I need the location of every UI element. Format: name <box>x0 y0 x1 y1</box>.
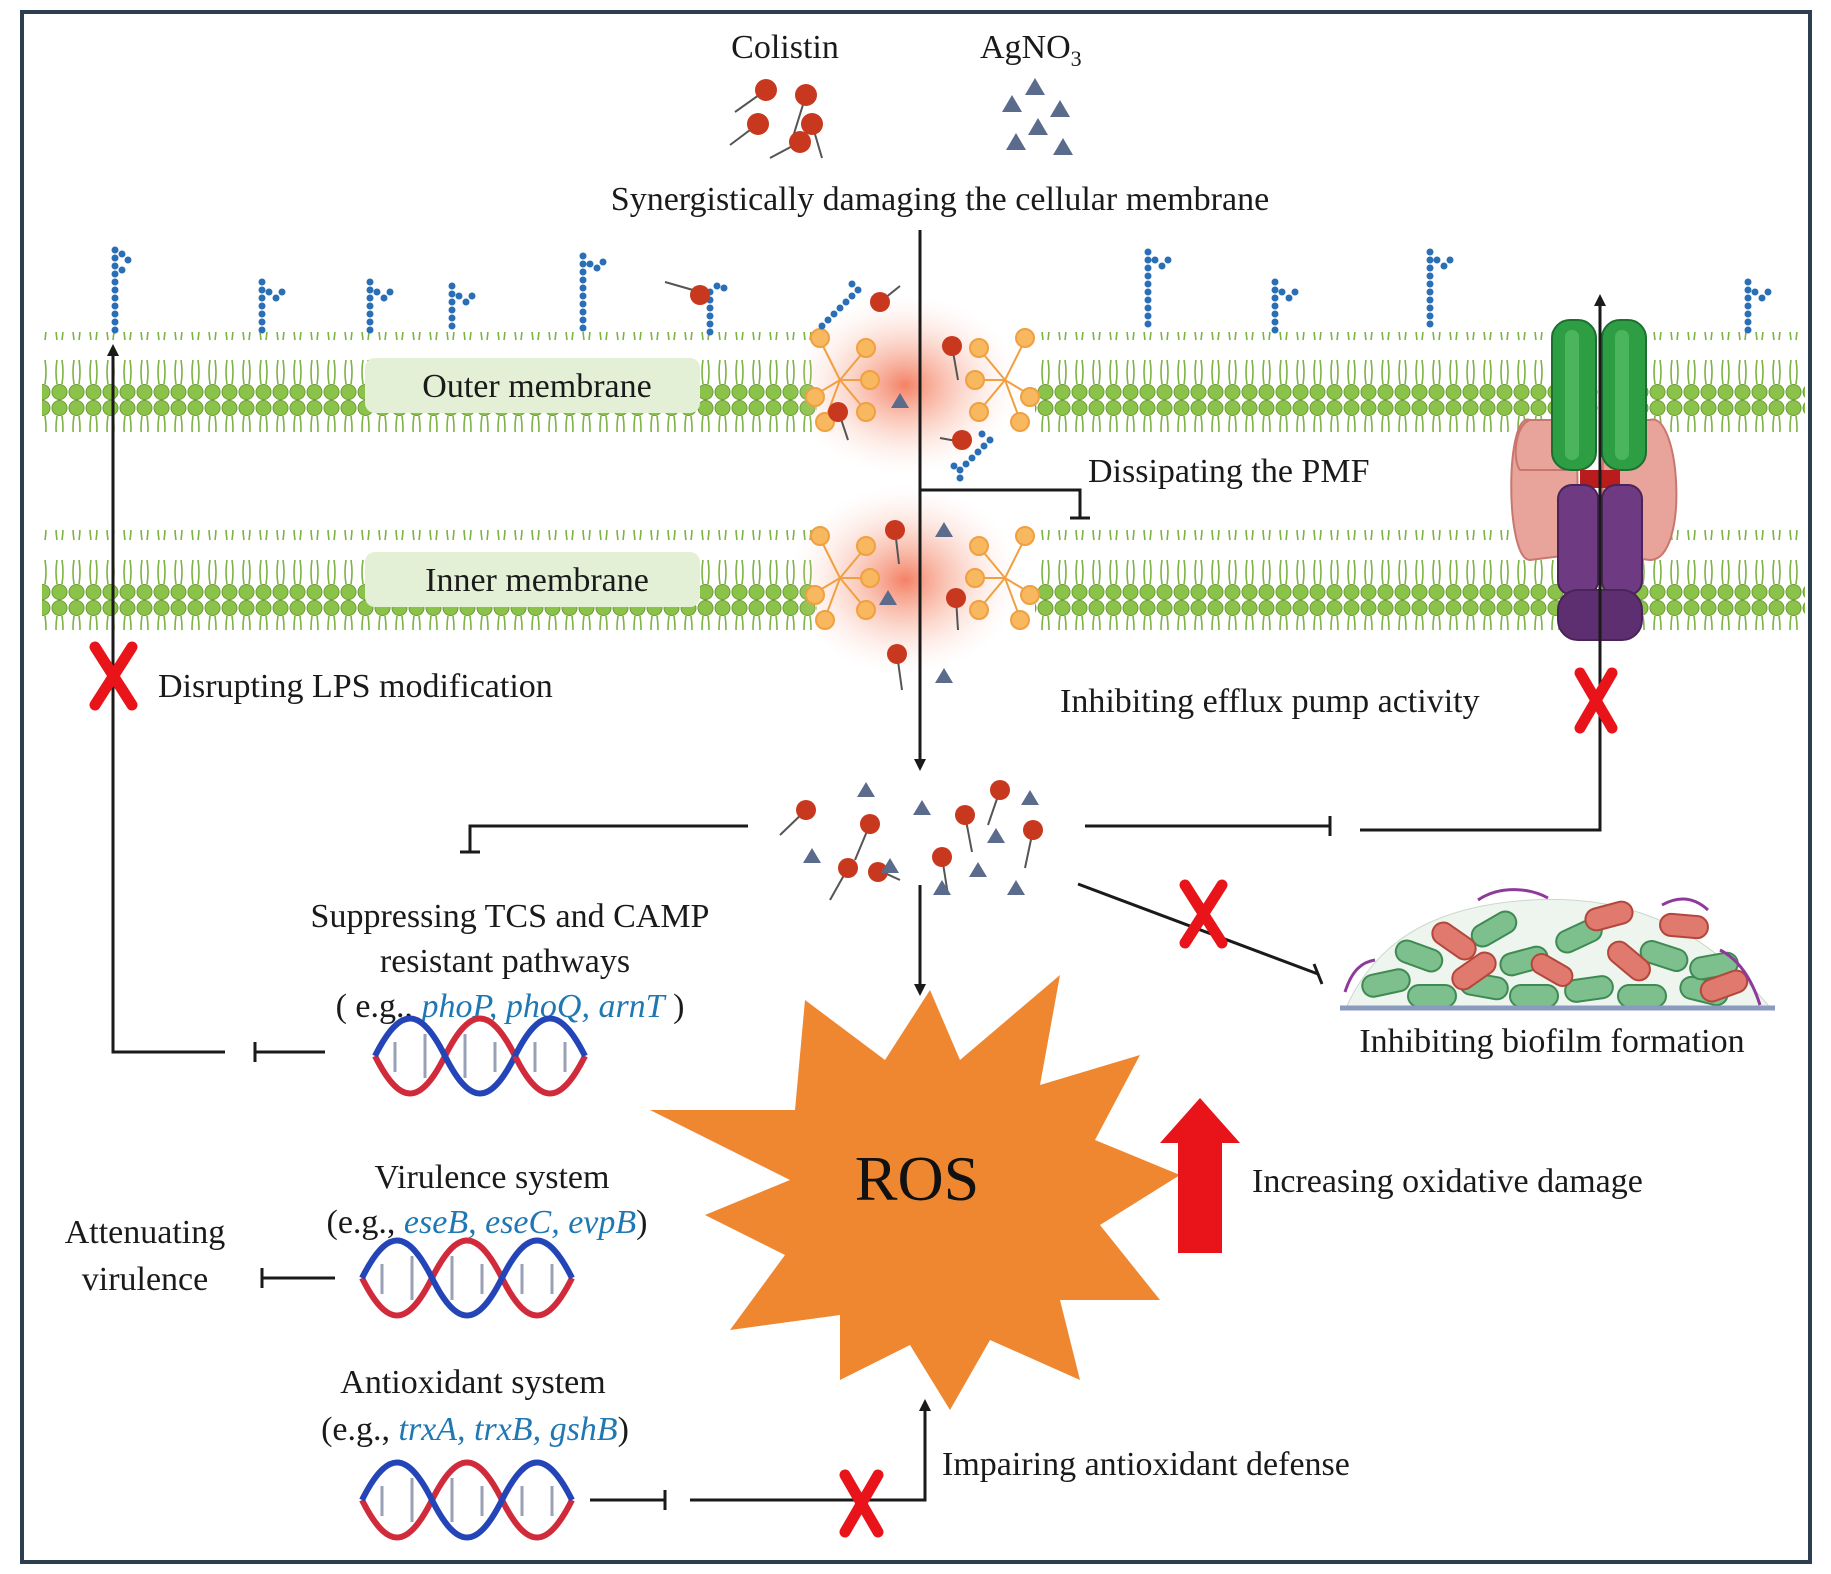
virulence-dna-icon <box>359 1237 575 1319</box>
tcs-inhibit-line <box>468 824 748 852</box>
antioxidant-genes-label: (e.g., trxA, trxB, gshB) <box>321 1411 629 1448</box>
antioxidant-defense-label: Impairing antioxidant defense <box>942 1446 1350 1483</box>
antioxidant-x-mark <box>839 1469 884 1538</box>
inner-pore-lipids <box>805 526 1040 630</box>
colistin-label: Colistin <box>731 29 839 66</box>
ros-label: ROS <box>855 1143 980 1214</box>
efflux-label: Inhibiting efflux pump activity <box>1060 683 1480 720</box>
synergy-label: Synergistically damaging the cellular me… <box>611 181 1269 218</box>
pmf-inhibit-line <box>920 488 1082 518</box>
attenuating-line1: Attenuating <box>65 1214 226 1251</box>
pmf-label: Dissipating the PMF <box>1088 453 1369 490</box>
outer-pore-glow <box>790 295 1020 475</box>
outer-membrane <box>42 332 1805 432</box>
biofilm-label: Inhibiting biofilm formation <box>1359 1023 1744 1060</box>
efflux-pump <box>1510 319 1678 641</box>
tcs-label-line2: resistant pathways <box>380 943 630 980</box>
oxidative-up-arrow <box>1160 1098 1240 1253</box>
oxidative-label: Increasing oxidative damage <box>1252 1163 1643 1200</box>
outer-membrane-label-box <box>365 358 700 413</box>
inner-membrane-label: Inner membrane <box>425 562 649 599</box>
lps-chains <box>111 246 1772 482</box>
efflux-arrow <box>1360 294 1606 832</box>
lps-label: Disrupting LPS modification <box>158 668 553 705</box>
efflux-x-mark <box>1574 667 1618 734</box>
cytoplasm-particles <box>779 780 1043 901</box>
ros-starburst <box>650 975 1180 1410</box>
attenuating-line2: virulence <box>82 1261 209 1298</box>
lps-arrow <box>107 344 225 1054</box>
antioxidant-arrow <box>690 1399 931 1502</box>
agno3-icon <box>1002 78 1073 155</box>
lps-x-mark <box>89 641 138 711</box>
virulence-genes-label: (e.g., eseB, eseC, evpB) <box>327 1204 648 1241</box>
biofilm-icon <box>1340 888 1775 1011</box>
inner-pore-glow <box>790 485 1020 675</box>
tcs-genes-label: ( e.g., phoP, phoQ, arnT ) <box>336 988 685 1025</box>
pore-particles <box>664 281 972 691</box>
outer-membrane-label: Outer membrane <box>422 368 651 405</box>
tcs-label-line1: Suppressing TCS and CAMP <box>311 898 710 935</box>
figure-frame <box>20 10 1812 1564</box>
antioxidant-title: Antioxidant system <box>340 1364 605 1401</box>
tcs-dna-icon <box>372 1015 588 1097</box>
agno3-label: AgNO3 <box>980 29 1082 71</box>
biofilm-x-mark <box>1179 879 1228 949</box>
virulence-title: Virulence system <box>375 1159 610 1196</box>
inner-membrane-label-box <box>365 552 700 607</box>
outer-pore-lipids <box>805 328 1040 432</box>
antioxidant-dna-icon <box>359 1459 575 1541</box>
colistin-icon <box>729 79 823 159</box>
red-x-marks <box>89 641 1618 1538</box>
